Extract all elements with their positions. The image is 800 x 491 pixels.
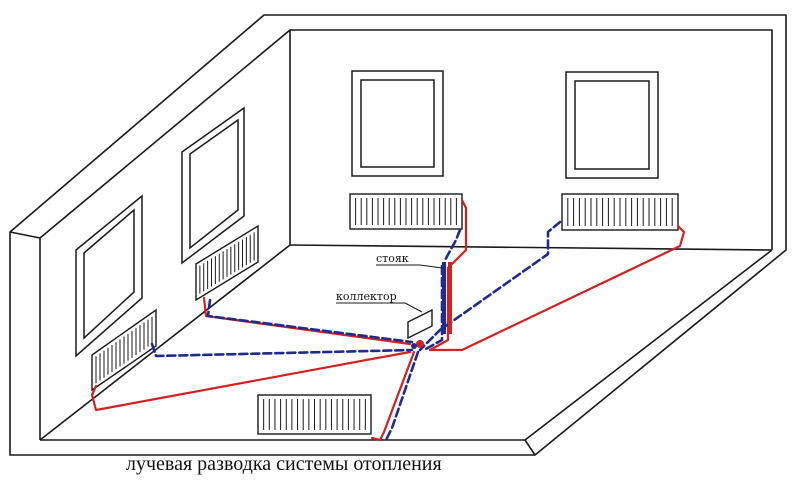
room-walls	[9, 14, 787, 456]
radiator-left-near	[91, 308, 157, 392]
riser-label: стояк	[376, 252, 409, 265]
back-window-right	[565, 71, 659, 179]
supply-pipes	[90, 198, 686, 442]
riser	[442, 262, 452, 334]
left-window-near	[75, 194, 143, 358]
diagram-caption: лучевая разводка системы отопления	[126, 453, 442, 475]
radiator-left-far	[195, 224, 259, 302]
collector-label: коллектор	[336, 290, 397, 303]
radiator-back-right	[561, 193, 679, 231]
left-window-far	[181, 106, 245, 265]
collector	[407, 308, 433, 349]
back-window-left	[351, 70, 444, 177]
collector-callout: коллектор	[336, 290, 423, 313]
radiator-floor-front	[257, 394, 372, 435]
radiator-back-left	[349, 193, 463, 230]
riser-callout: стояк	[376, 252, 443, 269]
